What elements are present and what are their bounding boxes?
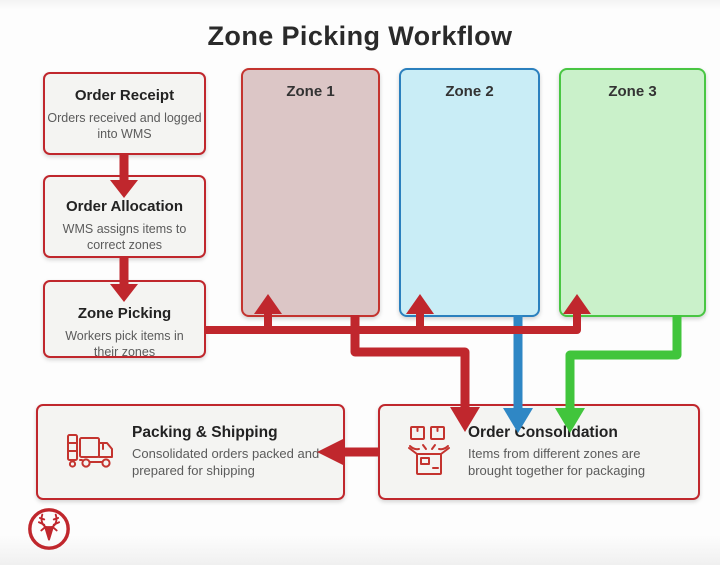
step-title: Order Receipt	[74, 87, 175, 104]
packing-shipping-box: Packing & Shipping Consolidated orders p…	[36, 404, 345, 500]
packing-shipping-text: Packing & Shipping Consolidated orders p…	[132, 424, 320, 480]
page-title: Zone Picking Workflow	[207, 21, 513, 51]
zone-label: Zone 1	[286, 83, 335, 100]
box-title: Packing & Shipping	[132, 424, 278, 442]
step-title: Zone Picking	[77, 305, 172, 322]
box-body: Consolidated orders packed and prepared …	[132, 446, 320, 478]
step-box-order-allocation: Order Allocation WMS assigns items to co…	[43, 175, 206, 258]
step-body: Orders received and logged into WMS	[47, 111, 202, 142]
zone-label: Zone 2	[445, 83, 494, 100]
order-consolidation-text: Order Consolidation Items from different…	[468, 424, 686, 480]
step-box-order-receipt: Order Receipt Orders received and logged…	[43, 72, 206, 155]
step-body: WMS assigns items to correct zones	[62, 222, 187, 253]
step-body: Workers pick items in their zones	[65, 329, 184, 360]
truck-icon	[66, 429, 118, 475]
step-box-zone-picking: Zone Picking Workers pick items in their…	[43, 280, 206, 360]
zone-box-1: Zone 1	[241, 68, 380, 317]
step-title: Order Allocation	[66, 198, 183, 215]
stag-circle-logo-icon	[26, 506, 72, 552]
open-box-parcels-icon	[404, 423, 454, 481]
box-body: Items from different zones are brought t…	[468, 446, 646, 478]
box-title: Order Consolidation	[468, 424, 618, 442]
zone-label: Zone 3	[608, 83, 657, 100]
zone-box-2: Zone 2	[399, 68, 540, 317]
order-consolidation-box: Order Consolidation Items from different…	[378, 404, 700, 500]
zone-box-3: Zone 3	[559, 68, 706, 317]
